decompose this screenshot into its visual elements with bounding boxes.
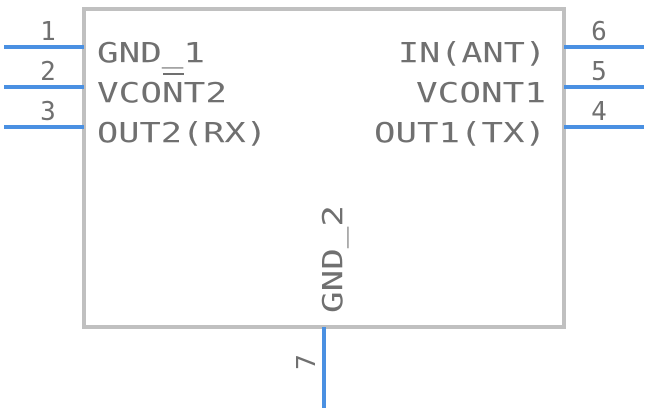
pin-7-label: GND_2	[316, 205, 350, 313]
pin-6-number: 6	[591, 17, 607, 47]
pin-2-number: 2	[40, 57, 56, 87]
component-body	[82, 7, 566, 329]
pin-3-label: OUT2(RX)	[97, 116, 267, 149]
pin-5-number: 5	[591, 57, 607, 87]
pin-7-number: 7	[292, 354, 322, 370]
pin-5-label: VCONT1	[416, 76, 546, 109]
pin-2-label: VCONT2	[97, 76, 227, 109]
pin-3-number: 3	[40, 97, 56, 127]
pin-4-number: 4	[591, 97, 607, 127]
pin-4-label: OUT1(TX)	[374, 116, 546, 149]
pin-6-label: IN(ANT)	[398, 36, 546, 69]
pin-1-label: GND_1	[97, 36, 205, 70]
pin-1-number: 1	[40, 17, 56, 47]
